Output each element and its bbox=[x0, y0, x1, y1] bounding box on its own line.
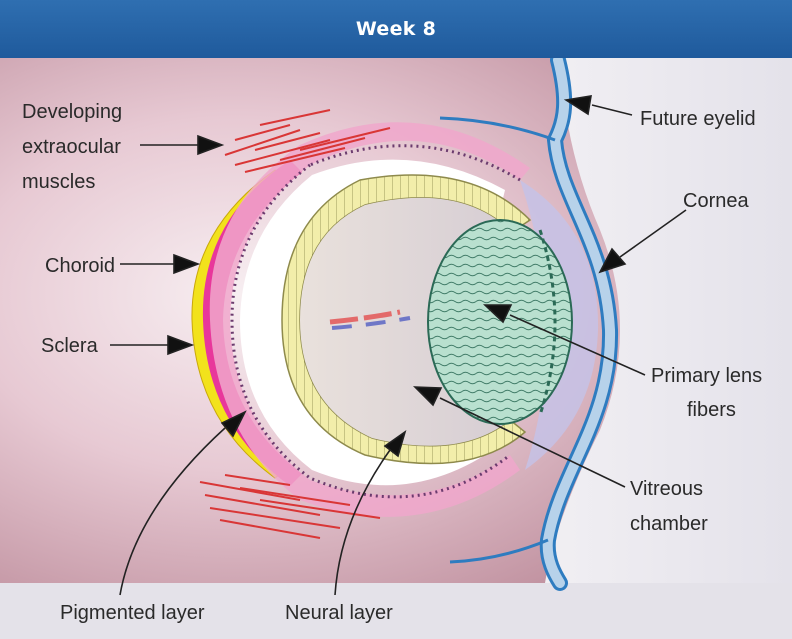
label-choroid: Choroid bbox=[45, 255, 115, 277]
label-sclera: Sclera bbox=[41, 335, 99, 357]
svg-text:extraocular: extraocular bbox=[22, 136, 121, 158]
figure-title: Week 8 bbox=[356, 18, 436, 40]
svg-text:Developing: Developing bbox=[22, 101, 122, 123]
svg-text:Primary lens: Primary lens bbox=[651, 365, 762, 387]
svg-text:fibers: fibers bbox=[687, 399, 736, 421]
eye-diagram: Developing extraocular muscles Choroid S… bbox=[0, 58, 792, 639]
svg-text:chamber: chamber bbox=[630, 513, 708, 535]
lens bbox=[428, 220, 572, 424]
header-bar: Week 8 bbox=[0, 0, 792, 58]
label-neural-layer: Neural layer bbox=[285, 602, 393, 624]
svg-text:muscles: muscles bbox=[22, 171, 95, 193]
label-cornea: Cornea bbox=[683, 190, 749, 212]
label-future-eyelid: Future eyelid bbox=[640, 108, 756, 130]
label-pigmented-layer: Pigmented layer bbox=[60, 602, 205, 624]
svg-text:Vitreous: Vitreous bbox=[630, 478, 703, 500]
